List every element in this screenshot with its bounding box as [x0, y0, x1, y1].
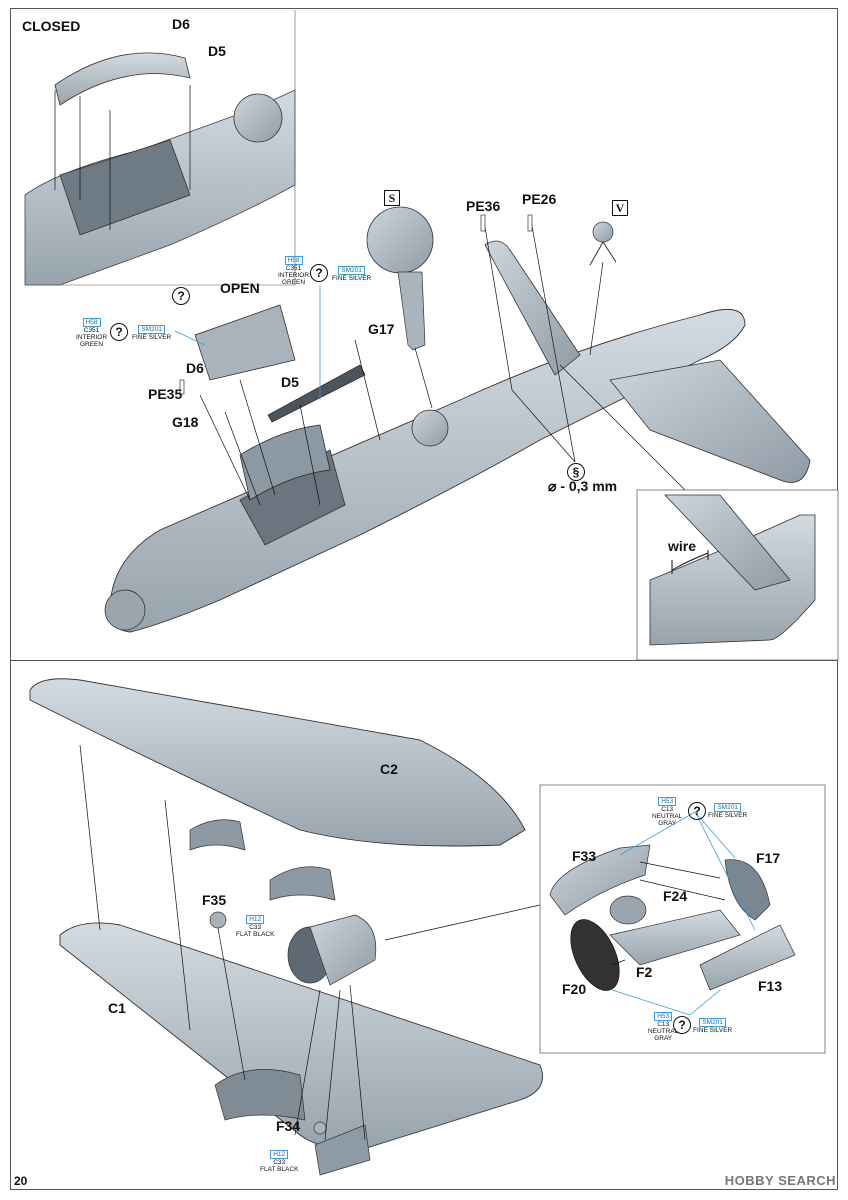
open-label: OPEN: [220, 280, 260, 296]
paint-name-1: NEUTRAL: [648, 1028, 679, 1035]
part-label-f2: F2: [636, 964, 653, 980]
paint-name: FLAT BLACK: [236, 931, 275, 938]
paint-sm-name: FINE SILVER: [708, 812, 748, 819]
part-label-d5: D5: [281, 374, 299, 390]
paint-callout-inset-top-sm: SM201 FINE SILVER: [708, 803, 747, 819]
part-label-g17: G17: [368, 321, 395, 337]
part-label-f33: F33: [572, 848, 597, 864]
paint-code-h: H53: [654, 1012, 673, 1021]
part-label-f24: F24: [663, 888, 688, 904]
paint-code-sm: SM201: [699, 1018, 726, 1027]
paint-name-2: GREEN: [79, 341, 104, 348]
paint-code-c: C33: [249, 924, 262, 931]
paint-callout-mid-sm: SM201 FINE SILVER: [332, 266, 371, 282]
paint-callout-f34: H12 C33 FLAT BLACK: [260, 1150, 298, 1173]
section-divider: [10, 660, 838, 661]
wire-label: wire: [668, 538, 697, 554]
turret-s-badge: S: [384, 190, 400, 206]
paint-callout-mid: H58 C351 INTERIOR GREEN: [278, 256, 309, 286]
paint-unknown-icon: ?: [172, 287, 190, 305]
paint-name-2: GRAY: [658, 820, 677, 827]
part-label-f35: F35: [202, 892, 227, 908]
part-label-f34: F34: [276, 1118, 301, 1134]
fuselage-drawing: [104, 206, 811, 633]
engine-parts-drawing: [79, 744, 541, 1141]
wire-coil-icon: §: [567, 463, 585, 481]
lower-wing-c1-drawing: [59, 922, 543, 1176]
turret-v-badge: V: [612, 200, 628, 216]
upper-wing-c2-drawing: [29, 678, 526, 901]
paint-question-icon: ?: [688, 802, 706, 820]
paint-name: FLAT BLACK: [260, 1166, 299, 1173]
paint-sm-name: FINE SILVER: [693, 1027, 733, 1034]
part-label-pe35: PE35: [148, 386, 183, 402]
paint-code-h: H58: [284, 256, 303, 265]
part-label-c1: C1: [108, 1000, 126, 1016]
part-label-d6-top: D6: [172, 16, 190, 32]
part-label-c2: C2: [380, 761, 398, 777]
paint-code-sm: SM201: [714, 803, 741, 812]
paint-code-c: C13: [661, 806, 674, 813]
watermark-logo: HOBBY SEARCH: [724, 1173, 836, 1188]
wire-diameter-note: ⌀ - 0,3 mm: [548, 478, 618, 494]
paint-question-icon: ?: [110, 323, 128, 341]
paint-sm-name: FINE SILVER: [132, 334, 172, 341]
paint-sm-name: FINE SILVER: [332, 275, 372, 282]
paint-name-2: GRAY: [654, 1035, 673, 1042]
paint-callout-inset-bottom-sm: SM201 FINE SILVER: [693, 1018, 732, 1034]
paint-name-2: GREEN: [281, 279, 306, 286]
paint-code-sm: SM201: [138, 325, 165, 334]
paint-name-1: INTERIOR: [278, 272, 310, 279]
paint-code-c: C351: [285, 265, 302, 272]
paint-code-c: C351: [83, 327, 100, 334]
closed-inset-drawing: [24, 52, 296, 286]
closed-label: CLOSED: [22, 18, 81, 34]
paint-code-c: C33: [273, 1159, 286, 1166]
page-number: 20: [14, 1174, 28, 1188]
part-label-f13: F13: [758, 978, 783, 994]
wire-inset-drawing: [649, 494, 816, 646]
paint-callout-inset-top: H53 C13 NEUTRAL GRAY: [652, 797, 682, 827]
paint-code-h: H58: [82, 318, 101, 327]
engine-inset-drawing: [549, 811, 796, 1016]
part-label-g18: G18: [172, 414, 199, 430]
paint-code-sm: SM201: [338, 266, 365, 275]
paint-callout-left-sm: SM201 FINE SILVER: [132, 325, 171, 341]
part-label-f20: F20: [562, 981, 587, 997]
paint-code-h: H12: [246, 915, 265, 924]
paint-code-c: C13: [657, 1021, 670, 1028]
paint-name-1: INTERIOR: [76, 334, 108, 341]
part-label-f17: F17: [756, 850, 781, 866]
paint-callout-inset-bottom: H53 C13 NEUTRAL GRAY: [648, 1012, 678, 1042]
paint-question-icon: ?: [673, 1016, 691, 1034]
paint-callout-left: H58 C351 INTERIOR GREEN: [76, 318, 107, 348]
paint-name-1: NEUTRAL: [652, 813, 683, 820]
paint-question-icon: ?: [310, 264, 328, 282]
paint-callout-f35: H12 C33 FLAT BLACK: [236, 915, 274, 938]
part-label-d5-top: D5: [208, 43, 226, 59]
part-label-pe26: PE26: [522, 191, 557, 207]
paint-code-h: H53: [658, 797, 677, 806]
part-label-pe36: PE36: [466, 198, 501, 214]
part-label-d6: D6: [186, 360, 204, 376]
paint-code-h: H12: [270, 1150, 289, 1159]
